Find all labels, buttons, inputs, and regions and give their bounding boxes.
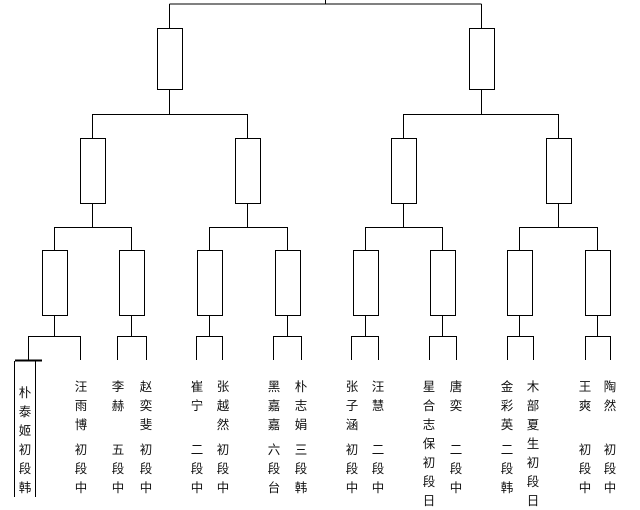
result-box xyxy=(469,28,495,90)
result-box xyxy=(507,250,533,316)
player-rank: 初段 xyxy=(422,455,436,489)
player-name: 金彩英 xyxy=(500,379,514,432)
result-box xyxy=(585,250,611,316)
player-entry: 木部夏生 初段 日 xyxy=(523,377,543,508)
player-name: 陶 然 xyxy=(603,379,617,413)
player-name: 李 赫 xyxy=(111,379,125,413)
player-name: 朴泰姬 xyxy=(18,385,32,438)
player-entry: 星合志保 初段 日 xyxy=(419,377,439,508)
player-name: 崔 宁 xyxy=(190,379,204,413)
player-country: 中 xyxy=(345,480,359,495)
player-rank: 二段 xyxy=(371,442,385,476)
player-name: 赵奕斐 xyxy=(139,379,153,432)
result-box xyxy=(430,250,456,316)
player-country: 韩 xyxy=(294,480,308,495)
player-name: 唐 奕 xyxy=(449,379,463,413)
player-country: 台 xyxy=(267,480,281,495)
player-rank: 初段 xyxy=(345,442,359,476)
player-rank: 五段 xyxy=(111,442,125,476)
player-country: 中 xyxy=(371,480,385,495)
player-name: 汪 慧 xyxy=(371,379,385,413)
player-rank: 二段 xyxy=(500,442,514,476)
player-name: 王 爽 xyxy=(578,379,592,413)
player-name: 汪雨博 xyxy=(74,379,88,432)
result-box xyxy=(353,250,379,316)
player-country: 韩 xyxy=(18,480,32,495)
player-rank: 初段 xyxy=(216,442,230,476)
result-box xyxy=(275,250,301,316)
player-rank: 六段 xyxy=(267,442,281,476)
player-rank: 初段 xyxy=(139,442,153,476)
player-country: 中 xyxy=(449,480,463,495)
player-rank: 初段 xyxy=(578,442,592,476)
tournament-bracket xyxy=(15,0,611,362)
player-name: 木部夏生 xyxy=(526,379,540,451)
player-name: 黑嘉嘉 xyxy=(267,379,281,432)
player-entry: 朴泰姬 初段 韩 xyxy=(14,361,36,497)
player-entry: 张越然 初段 中 xyxy=(213,377,233,497)
player-country: 中 xyxy=(74,480,88,495)
player-rank: 初段 xyxy=(526,455,540,489)
player-entry: 陶 然 初段 中 xyxy=(600,377,620,497)
player-entry: 金彩英 二段 韩 xyxy=(497,377,517,497)
player-country: 中 xyxy=(578,480,592,495)
result-box xyxy=(197,250,223,316)
player-rank: 二段 xyxy=(449,442,463,476)
player-entry: 李 赫 五段 中 xyxy=(108,377,128,497)
player-country: 中 xyxy=(139,480,153,495)
player-country: 中 xyxy=(603,480,617,495)
result-box xyxy=(42,250,68,316)
player-country: 中 xyxy=(190,480,204,495)
player-name: 张越然 xyxy=(216,379,230,432)
player-entry: 汪雨博 初段 中 xyxy=(71,377,91,497)
player-country: 韩 xyxy=(500,480,514,495)
player-entry: 唐 奕 二段 中 xyxy=(446,377,466,497)
player-rank: 初段 xyxy=(18,442,32,476)
player-name: 星合志保 xyxy=(422,379,436,451)
player-rank: 三段 xyxy=(294,442,308,476)
result-box xyxy=(546,138,572,204)
result-box xyxy=(235,138,261,204)
result-box xyxy=(157,28,183,90)
player-country: 日 xyxy=(526,493,540,508)
player-entry: 崔 宁 二段 中 xyxy=(187,377,207,497)
player-entry: 王 爽 初段 中 xyxy=(575,377,595,497)
result-box xyxy=(391,138,417,204)
player-entry: 赵奕斐 初段 中 xyxy=(136,377,156,497)
player-entry: 汪 慧 二段 中 xyxy=(368,377,388,497)
player-country: 中 xyxy=(216,480,230,495)
player-rank: 二段 xyxy=(190,442,204,476)
player-rank: 初段 xyxy=(74,442,88,476)
player-name: 朴志娟 xyxy=(294,379,308,432)
result-box xyxy=(80,138,106,204)
player-entry: 张子涵 初段 中 xyxy=(342,377,362,497)
player-name: 张子涵 xyxy=(345,379,359,432)
player-country: 日 xyxy=(422,493,436,508)
player-entry: 朴志娟 三段 韩 xyxy=(291,377,311,497)
player-entry: 黑嘉嘉 六段 台 xyxy=(264,377,284,497)
result-box xyxy=(119,250,145,316)
player-country: 中 xyxy=(111,480,125,495)
player-rank: 初段 xyxy=(603,442,617,476)
